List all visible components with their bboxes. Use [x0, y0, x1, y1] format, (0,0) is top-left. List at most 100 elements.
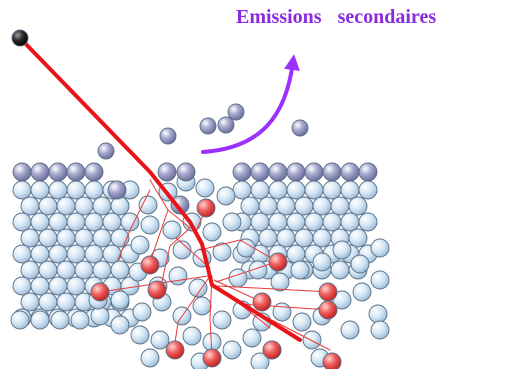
target-atom — [352, 282, 372, 302]
target-atom — [212, 242, 232, 262]
target-atom — [30, 276, 50, 296]
surface-atom — [358, 162, 378, 182]
surface-atom — [322, 162, 342, 182]
target-atom — [48, 244, 68, 264]
target-atom — [20, 228, 40, 248]
sputtered-atom — [217, 116, 235, 134]
target-atom — [150, 330, 170, 350]
sputtered-atom — [199, 117, 217, 135]
displaced-atom — [268, 252, 288, 272]
target-atom — [56, 260, 76, 280]
target-atom — [48, 180, 68, 200]
displaced-atom — [262, 340, 282, 360]
target-atom — [370, 270, 390, 290]
target-atom — [202, 222, 222, 242]
target-atom — [140, 348, 160, 368]
target-atom — [74, 228, 94, 248]
target-atom — [258, 228, 278, 248]
target-atom — [188, 278, 208, 298]
displaced-atom — [318, 282, 338, 302]
target-atom — [250, 352, 270, 369]
surface-atom — [48, 162, 68, 182]
target-atom — [286, 212, 306, 232]
surface-atom — [84, 162, 104, 182]
secondary-emissions-title: Emissions secondaires — [236, 6, 437, 28]
target-atom — [20, 260, 40, 280]
target-atom — [290, 260, 310, 280]
target-atom — [276, 228, 296, 248]
target-atom — [20, 196, 40, 216]
target-atom — [30, 180, 50, 200]
target-atom — [110, 290, 130, 310]
target-atom — [340, 212, 360, 232]
target-atom — [348, 228, 368, 248]
target-atom — [292, 312, 312, 332]
target-atom — [222, 212, 242, 232]
surface-atom — [340, 162, 360, 182]
target-atom — [48, 276, 68, 296]
target-atom — [332, 240, 352, 260]
target-atom — [182, 326, 202, 346]
target-atom — [92, 196, 112, 216]
target-atom — [350, 254, 370, 274]
target-atom — [66, 212, 86, 232]
target-atom — [30, 310, 50, 330]
surface-atom — [170, 195, 190, 215]
surface-atom — [157, 162, 177, 182]
sputtered-atom — [97, 142, 115, 160]
sputtered-atom — [227, 103, 245, 121]
recoil-track — [215, 261, 277, 283]
recoil-track — [175, 237, 211, 269]
surface-atom — [250, 162, 270, 182]
target-atom — [130, 235, 150, 255]
target-atom — [48, 212, 68, 232]
primary-ion-track — [18, 36, 302, 342]
target-atom — [84, 212, 104, 232]
target-atom — [38, 196, 58, 216]
displaced-atom — [318, 300, 338, 320]
emission-arrow — [201, 54, 300, 154]
target-atom — [330, 196, 350, 216]
target-atom — [74, 260, 94, 280]
target-atom — [66, 180, 86, 200]
target-atom — [12, 180, 32, 200]
recoil-track — [159, 227, 191, 291]
target-atom — [330, 260, 350, 280]
target-lattice — [10, 162, 390, 369]
target-atom — [340, 320, 360, 340]
target-atom — [38, 292, 58, 312]
target-atom — [66, 244, 86, 264]
primary-ion-track — [18, 36, 302, 342]
surface-atom — [107, 180, 127, 200]
target-atom — [268, 212, 288, 232]
target-atom — [258, 196, 278, 216]
displaced-atom — [90, 282, 110, 302]
target-atom — [56, 292, 76, 312]
target-atom — [250, 212, 270, 232]
recoil-track — [199, 239, 279, 263]
target-atom — [84, 180, 104, 200]
target-atom — [242, 328, 262, 348]
target-atom — [358, 180, 378, 200]
target-atom — [110, 260, 130, 280]
surface-atom — [176, 162, 196, 182]
target-atom — [30, 244, 50, 264]
displaced-atom — [202, 348, 222, 368]
target-atom — [358, 212, 378, 232]
target-atom — [322, 180, 342, 200]
target-atom — [250, 180, 270, 200]
surface-atom — [232, 162, 252, 182]
surface-atom — [304, 162, 324, 182]
target-atom — [236, 238, 256, 258]
displaced-atom — [165, 340, 185, 360]
displaced-atom — [147, 280, 167, 300]
target-atom — [195, 178, 215, 198]
target-atom — [240, 196, 260, 216]
displaced-atom — [252, 292, 272, 312]
displaced-atom — [322, 352, 342, 369]
target-atom — [12, 276, 32, 296]
target-atom — [340, 180, 360, 200]
target-atom — [90, 306, 110, 326]
target-atom — [216, 186, 236, 206]
